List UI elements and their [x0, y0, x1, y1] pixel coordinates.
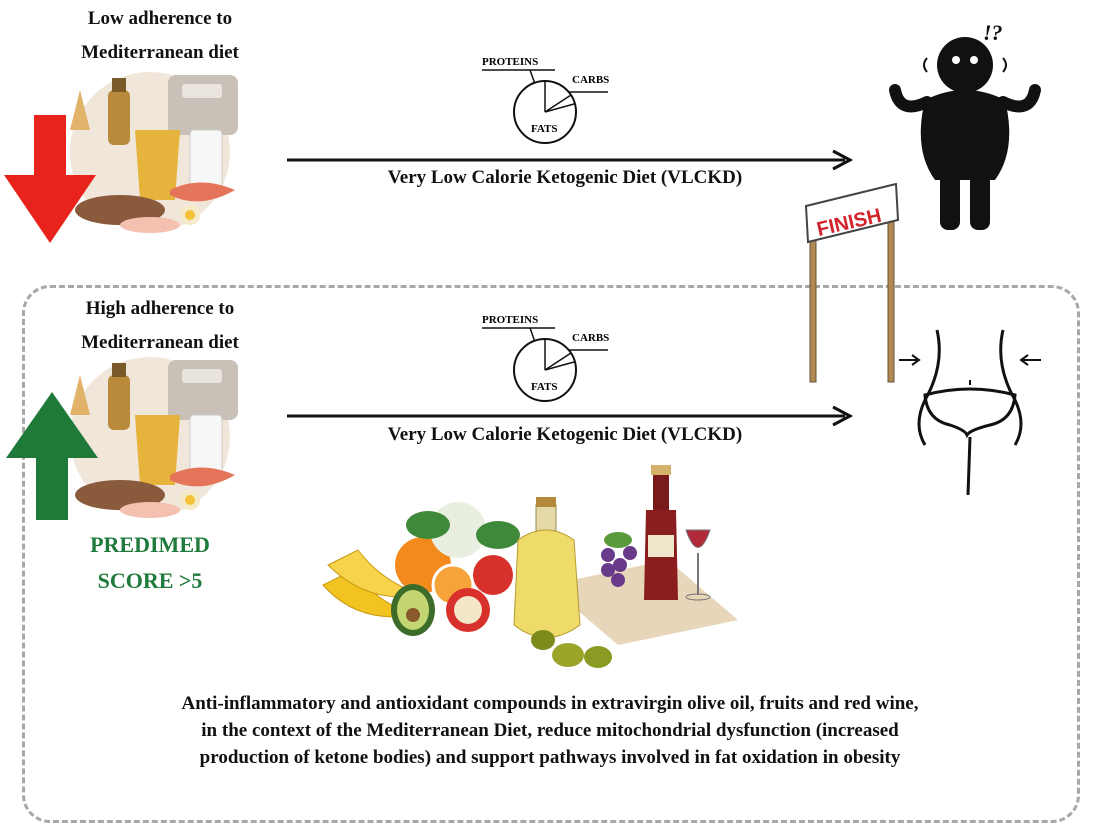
predimed-score-value: SCORE >5 [97, 568, 203, 593]
summary-text: Anti-inflammatory and antioxidant compou… [30, 690, 1070, 771]
pie-carbs-label: CARBS [572, 74, 609, 86]
pie-fats-label: FATS [531, 123, 558, 135]
mediterranean-food-illustration-2 [70, 357, 238, 518]
olive-oil-fruit-wine-illustration [322, 465, 738, 668]
predimed-label: PREDIMED [90, 532, 210, 557]
finish-line-sign: FINISH [804, 182, 900, 383]
up-arrow-icon [6, 392, 98, 520]
summary-line-2: in the context of the Mediterranean Diet… [201, 720, 899, 741]
low-adherence-title: Low adherence to Mediterranean diet [30, 2, 290, 70]
obese-person-icon: !? [889, 20, 1041, 230]
vlckd-label-top: Very Low Calorie Ketogenic Diet (VLCKD) [387, 167, 743, 188]
high-adherence-box [22, 285, 1080, 823]
vlckd-arrow-top [287, 149, 854, 171]
pie-carbs-label-2: CARBS [572, 332, 609, 344]
predimed-score: PREDIMED SCORE >5 [50, 527, 250, 599]
summary-line-1: Anti-inflammatory and antioxidant compou… [181, 693, 919, 714]
macronutrient-pie-top: PROTEINS CARBS FATS [482, 56, 609, 144]
mediterranean-food-illustration [70, 72, 238, 233]
low-adherence-title-line1: Low adherence to [87, 8, 233, 29]
vlckd-arrow-bottom [287, 405, 854, 427]
low-adherence-title-line2: Mediterranean diet [81, 42, 239, 63]
summary-line-3: production of ketone bodies) and support… [199, 747, 901, 768]
high-adherence-title-line2: Mediterranean diet [81, 332, 239, 353]
down-arrow-icon [4, 115, 96, 243]
high-adherence-title-line1: High adherence to [85, 298, 235, 319]
high-adherence-title: High adherence to Mediterranean diet [30, 292, 290, 360]
pie-proteins-label: PROTEINS [482, 56, 538, 68]
pie-proteins-label-2: PROTEINS [482, 314, 538, 326]
vlckd-label-bottom: Very Low Calorie Ketogenic Diet (VLCKD) [387, 424, 743, 445]
confused-mark: !? [983, 20, 1003, 45]
slim-waist-icon [899, 329, 1041, 496]
pie-fats-label-2: FATS [531, 381, 558, 393]
macronutrient-pie-bottom: PROTEINS CARBS FATS [482, 314, 609, 402]
